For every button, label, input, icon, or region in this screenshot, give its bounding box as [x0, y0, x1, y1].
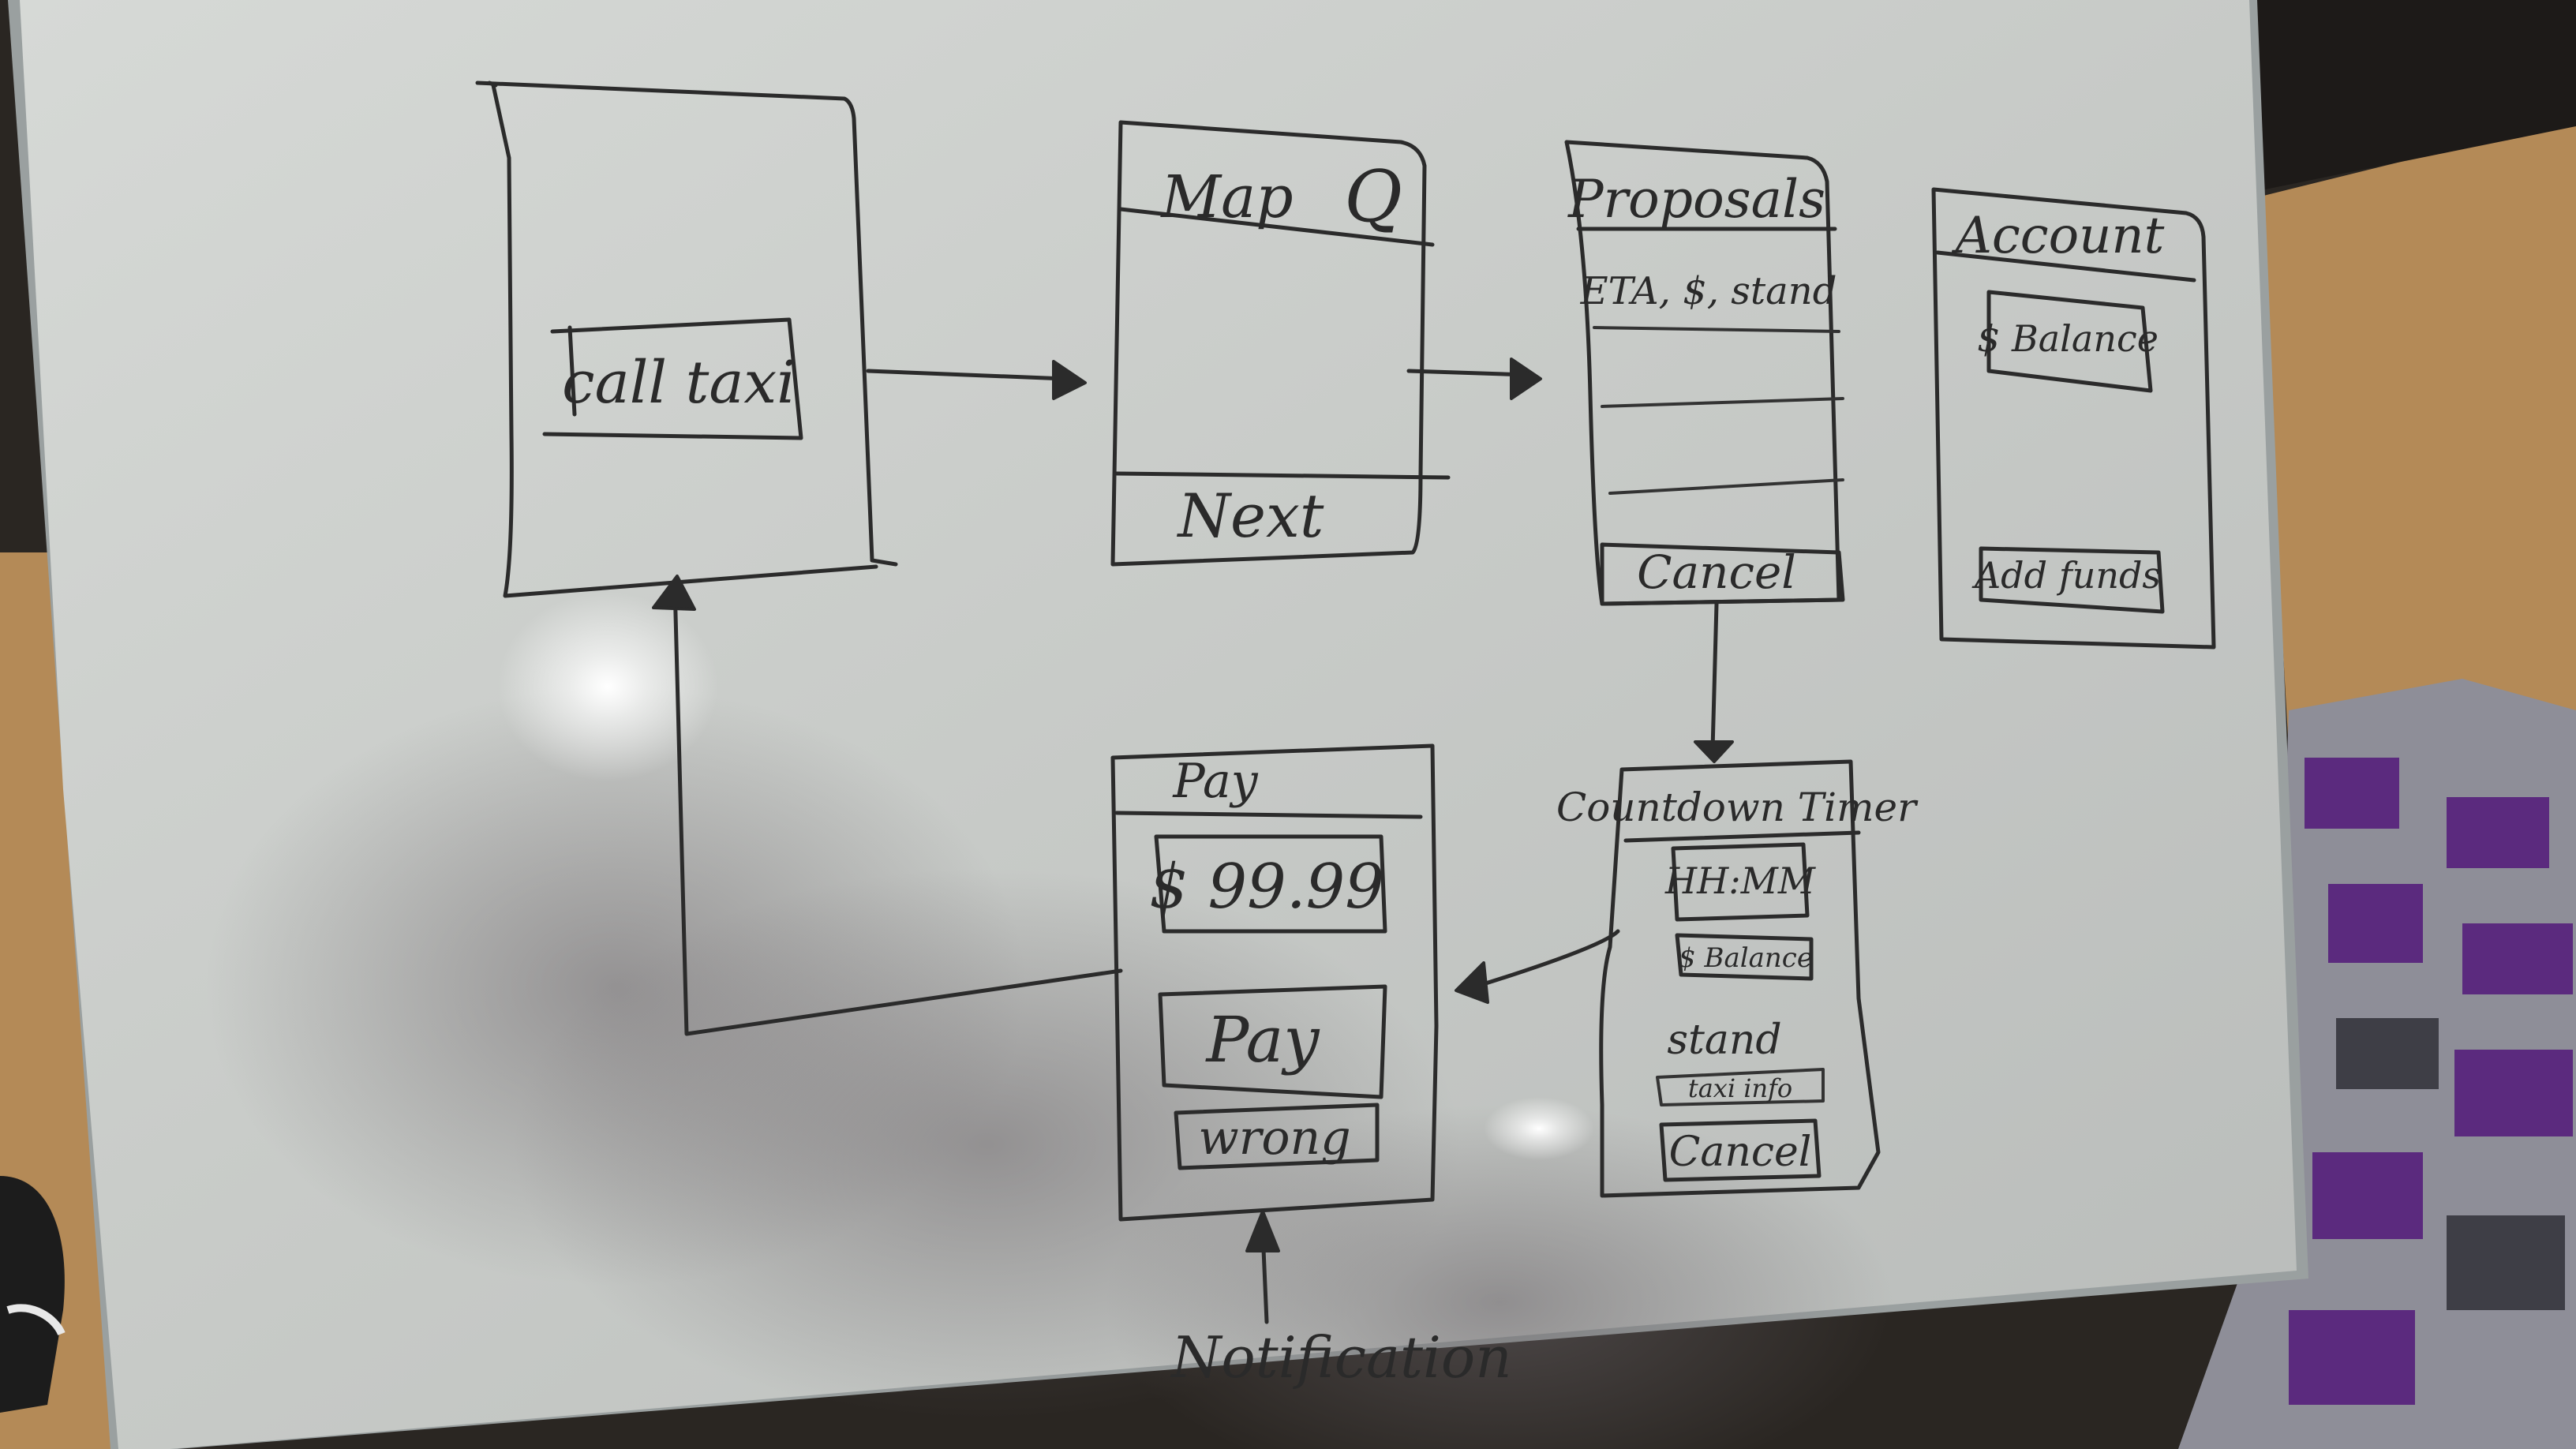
taxi-info-label: taxi info: [1688, 1073, 1792, 1103]
countdown-balance: $ Balance: [1679, 942, 1813, 974]
whiteboard: [8, 0, 2308, 1449]
countdown-balance-box: $ Balance: [1675, 933, 1814, 981]
call-taxi-label: call taxi: [562, 349, 796, 417]
arrow-map-to-proposals: [1406, 358, 1542, 400]
shoe: [0, 1176, 66, 1413]
add-funds-button[interactable]: Add funds: [1971, 546, 2165, 614]
proposals-title: Proposals: [1567, 169, 1825, 230]
arrow-notification-to-pay: [1245, 1210, 1280, 1324]
countdown-time-box: HH:MM: [1664, 842, 1817, 922]
search-icon[interactable]: Q: [1344, 155, 1402, 238]
account-title: Account: [1952, 207, 2165, 265]
countdown-cancel-button[interactable]: Cancel: [1659, 1118, 1822, 1182]
account-screen: Account $ Balance Add funds: [1931, 187, 2216, 650]
pay-amount: $ 99.99: [1149, 852, 1384, 923]
search-glyph: Q: [1344, 155, 1402, 238]
countdown-time: HH:MM: [1664, 859, 1817, 902]
countdown-stand: stand: [1667, 1017, 1781, 1064]
notification-label: Notification: [1170, 1324, 1511, 1391]
account-balance-box: $ Balance: [1977, 290, 2159, 393]
proposals-cancel-button[interactable]: Cancel: [1600, 542, 1845, 606]
map-screen: Map Q Next: [1110, 120, 1451, 567]
map-title: Map: [1159, 163, 1293, 231]
start-screen: call taxi: [475, 80, 898, 598]
pay-amount-box: $ 99.99: [1149, 834, 1387, 934]
pay-title: Pay: [1172, 754, 1258, 809]
call-taxi-button[interactable]: call taxi: [542, 317, 803, 440]
taxi-info-box: taxi info: [1656, 1068, 1825, 1106]
countdown-title: Countdown Timer: [1556, 784, 1919, 830]
proposals-cancel-label: Cancel: [1637, 545, 1796, 599]
arrow-start-to-map: [866, 360, 1087, 400]
countdown-screen: Countdown Timer HH:MM $ Balance stand ta…: [1556, 759, 1919, 1198]
wrong-button[interactable]: wrong: [1174, 1103, 1380, 1170]
wrong-button-label: wrong: [1198, 1110, 1350, 1166]
countdown-cancel-label: Cancel: [1669, 1129, 1812, 1176]
add-funds-label: Add funds: [1971, 554, 2161, 597]
floor-right: [2257, 118, 2576, 789]
proposal-row-label: ETA, $, stand: [1580, 269, 1837, 313]
account-balance-label: $ Balance: [1977, 317, 2159, 360]
arrow-proposals-to-countdown: [1694, 601, 1734, 763]
pay-button[interactable]: Pay: [1158, 984, 1387, 1099]
pay-screen: Pay $ 99.99 Pay wrong: [1110, 743, 1439, 1222]
pay-button-label: Pay: [1204, 1003, 1320, 1076]
arrow-pay-to-start: [652, 575, 1123, 1036]
arrow-countdown-to-pay: [1455, 929, 1620, 1004]
proposals-screen: Proposals ETA, $, stand Cancel: [1564, 140, 1845, 606]
map-next-label[interactable]: Next: [1177, 481, 1324, 551]
proposal-row[interactable]: ETA, $, stand: [1580, 269, 1837, 313]
